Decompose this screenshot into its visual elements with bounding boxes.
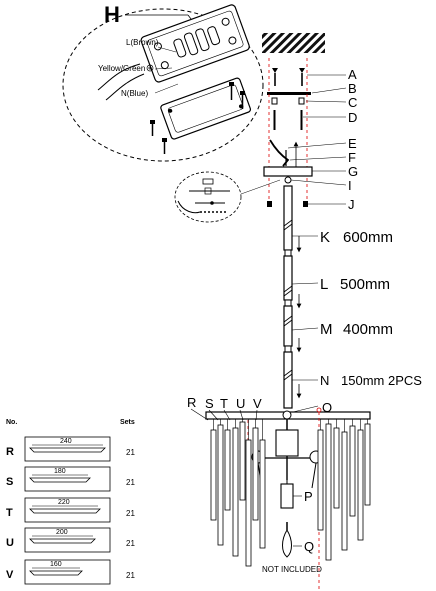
row-id: V	[6, 569, 14, 581]
crystal-strand	[341, 431, 348, 551]
callout-leaders	[287, 74, 347, 205]
crystal-letters: R S T U V	[187, 395, 262, 421]
table-col-sets: Sets	[120, 419, 135, 426]
rod-L-letter: L	[320, 276, 328, 293]
screw-icon	[299, 68, 305, 86]
label-D: D	[348, 110, 357, 125]
wire-label-blue: N(Blue)	[121, 89, 148, 98]
label-P: P	[304, 489, 313, 504]
label-F: F	[348, 150, 356, 165]
table-row: S 180 21	[6, 466, 135, 492]
row-sets: 21	[126, 478, 135, 487]
label-Q: Q	[304, 539, 314, 554]
label-G: G	[348, 164, 358, 179]
screw-icon	[240, 91, 245, 109]
mounting-bar	[267, 92, 311, 95]
label-S: S	[205, 396, 214, 411]
rod-K	[283, 185, 293, 251]
label-J: J	[348, 197, 355, 212]
rod-M-letter: M	[320, 321, 333, 338]
row-id: T	[6, 507, 13, 519]
crystal-strand	[245, 439, 252, 567]
bulb-note: NOT INCLUDED	[262, 565, 322, 574]
row-id: R	[6, 446, 14, 458]
row-length: 160	[50, 561, 62, 568]
crystal-strand	[357, 429, 364, 541]
row-length: 220	[58, 499, 70, 506]
crystal-strand	[325, 423, 332, 561]
label-C: C	[348, 95, 357, 110]
crystal-strand	[364, 423, 371, 506]
row-length: 200	[56, 529, 68, 536]
rod-K-size: 600mm	[343, 229, 393, 246]
screw-icon	[229, 82, 234, 100]
rod-K-letter: K	[320, 229, 330, 246]
suspension-rods	[283, 185, 319, 409]
crystal-strand	[232, 427, 239, 557]
crystal-strand	[259, 439, 266, 549]
label-R: R	[187, 395, 196, 410]
table-row: V 160 21	[6, 559, 135, 585]
rod-M	[283, 305, 293, 347]
label-B: B	[348, 81, 357, 96]
terminal-block-body	[140, 4, 250, 83]
ceiling-hatch	[262, 33, 325, 53]
row-length: 240	[60, 438, 72, 445]
rod-L-size: 500mm	[340, 276, 390, 293]
crystal-strand	[217, 424, 224, 546]
table-row: U 200 21	[6, 527, 135, 553]
junction-box-letter: H	[104, 2, 120, 27]
row-length: 180	[54, 468, 66, 475]
wire-detail	[174, 171, 281, 223]
screw-icon	[272, 68, 278, 86]
label-T: T	[220, 396, 228, 411]
screw-icon	[162, 138, 167, 154]
row-sets: 21	[126, 448, 135, 457]
crystal-strand	[210, 429, 217, 521]
row-id: S	[6, 476, 13, 488]
table-col-no: No.	[6, 419, 17, 426]
crystal-strand	[252, 427, 259, 521]
crystal-strand	[317, 429, 324, 531]
canopy-plate	[263, 166, 313, 177]
crystal-strand	[349, 425, 356, 517]
crystal-strand	[239, 421, 246, 501]
label-V: V	[253, 396, 262, 411]
crystal-table: No. Sets R 240 21 S 180 21 T 220 21	[6, 419, 135, 585]
rod-N-size: 150mm 2PCS	[341, 373, 422, 388]
row-sets: 21	[126, 539, 135, 548]
row-sets: 21	[126, 571, 135, 580]
label-E: E	[348, 136, 357, 151]
wire-label-brown: L(Brown)	[126, 38, 159, 47]
junction-box-detail: H L(Brown) Yellow/Green N(Blue)	[62, 2, 264, 162]
table-row: T 220 21	[6, 497, 135, 523]
label-I: I	[348, 178, 352, 193]
crystal-strand	[224, 429, 231, 511]
rod-M-size: 400mm	[343, 321, 393, 338]
rod-N	[283, 351, 293, 409]
label-U: U	[236, 396, 245, 411]
wire-label-yellow-green: Yellow/Green	[98, 64, 145, 73]
label-A: A	[348, 67, 357, 82]
crystal-strands	[210, 419, 371, 567]
ground-icon	[146, 64, 154, 72]
rod-N-letter: N	[320, 373, 329, 388]
table-row: R 240 21	[6, 436, 135, 462]
label-O: O	[322, 400, 332, 415]
mounting-hardware	[263, 58, 313, 207]
row-sets: 21	[126, 509, 135, 518]
junction-box-cover	[160, 77, 252, 140]
crystal-strand	[333, 427, 340, 509]
row-id: U	[6, 537, 14, 549]
chandelier-frame	[205, 405, 371, 590]
detail-circle	[62, 8, 264, 162]
screw-icon	[150, 120, 155, 136]
